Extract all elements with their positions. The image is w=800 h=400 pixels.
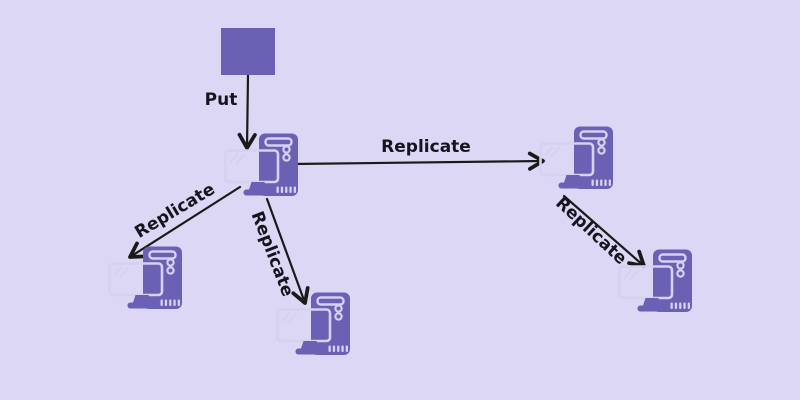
replicate-south-arrow	[265, 197, 310, 305]
desktop-computer-icon	[536, 125, 616, 191]
desktop-computer-icon	[105, 245, 185, 311]
replicate-east-arrow	[290, 151, 545, 171]
replica-east-node	[536, 125, 616, 191]
replicate-east-label: Replicate	[381, 137, 471, 157]
primary-computer-node	[221, 132, 301, 198]
put-label: Put	[204, 90, 238, 110]
source-square-node	[221, 28, 275, 75]
desktop-computer-icon	[221, 132, 301, 198]
replicate-southeast-arrow	[562, 194, 646, 268]
desktop-computer-icon	[273, 291, 353, 357]
replicate-southwest-arrow	[128, 185, 242, 259]
replica-south-node	[273, 291, 353, 357]
replica-southwest-node	[105, 245, 185, 311]
put-arrow	[237, 73, 257, 150]
